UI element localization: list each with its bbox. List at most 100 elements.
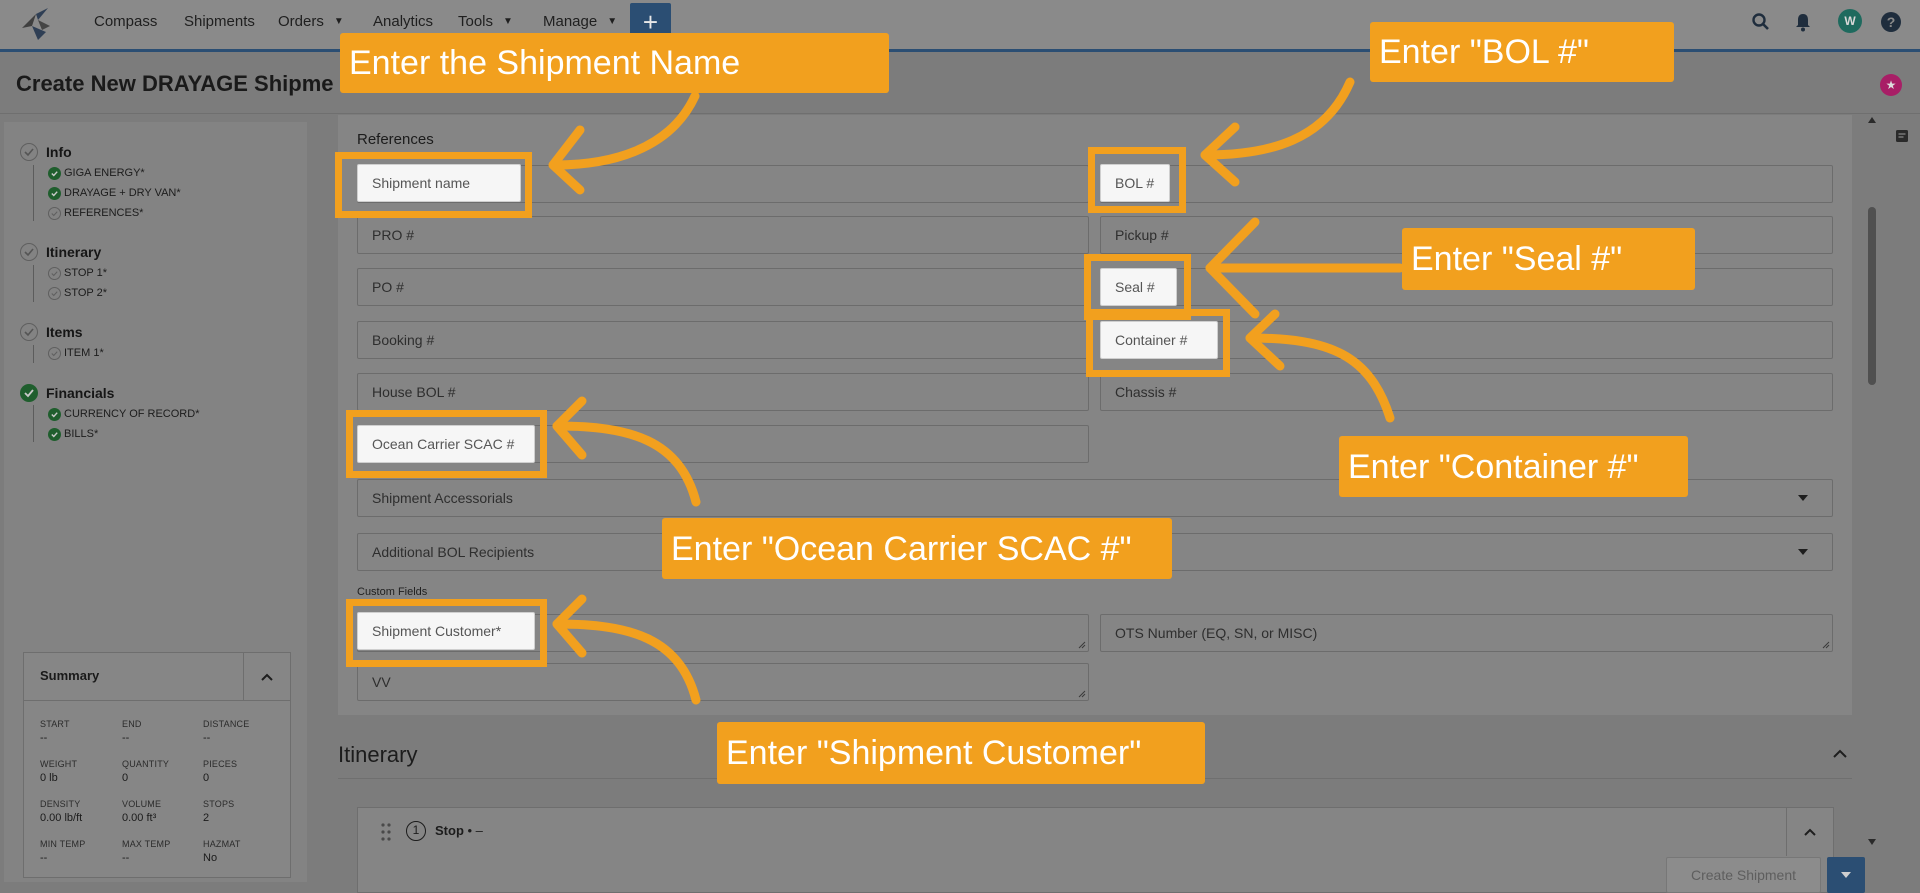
dropdown-arrow-icon: [1798, 549, 1808, 555]
nav-manage[interactable]: Manage▼: [543, 13, 617, 30]
sidebar-step-itinerary[interactable]: Itinerary STOP 1* STOP 2*: [20, 241, 107, 303]
header-divider: [0, 113, 1920, 114]
ocean-carrier-scac-input[interactable]: Ocean Carrier SCAC #: [357, 425, 535, 463]
bell-icon[interactable]: [1791, 10, 1815, 34]
booking-input[interactable]: Booking #: [357, 321, 1089, 359]
step-label: Info: [46, 144, 72, 160]
stop-collapse-button[interactable]: [1786, 808, 1833, 856]
summary-max-temp: MAX TEMP--: [122, 839, 171, 864]
chevron-down-icon: ▼: [607, 16, 618, 27]
sidebar-item-stop-2[interactable]: STOP 2*: [20, 283, 107, 303]
user-avatar[interactable]: W: [1838, 9, 1862, 33]
po-input[interactable]: PO #: [357, 268, 1089, 306]
callout-shipment-customer: Enter "Shipment Customer": [717, 722, 1205, 784]
page-title: Create New DRAYAGE Shipme: [16, 71, 334, 96]
notes-icon[interactable]: [1895, 129, 1909, 143]
callout-shipment-name: Enter the Shipment Name: [340, 33, 889, 93]
chassis-input[interactable]: Chassis #: [1100, 373, 1833, 411]
step-label: Financials: [46, 385, 115, 401]
nav-shipments[interactable]: Shipments: [184, 13, 255, 30]
select-label: Shipment Accessorials: [372, 490, 513, 506]
favorite-star-icon[interactable]: ★: [1880, 74, 1902, 96]
scroll-up-arrow-icon[interactable]: [1868, 117, 1876, 123]
sidebar-item-giga-energy[interactable]: GIGA ENERGY*: [20, 163, 181, 183]
shipment-customer-input[interactable]: Shipment Customer*: [357, 612, 535, 650]
vv-input[interactable]: VV: [357, 663, 1089, 701]
sidebar-item-label: REFERENCES*: [64, 207, 144, 219]
highlight-container: [1086, 309, 1230, 377]
nav-orders[interactable]: Orders ▼: [278, 13, 344, 30]
summary-start: START--: [40, 719, 70, 744]
check-done-icon: [48, 167, 61, 180]
references-heading: References: [357, 131, 434, 148]
check-pending-icon: [48, 287, 61, 300]
stop-number-badge: 1: [406, 821, 426, 841]
summary-header: Summary: [24, 653, 290, 701]
stop-label-text: Stop: [435, 823, 464, 838]
nav-compass[interactable]: Compass: [94, 13, 158, 30]
highlight-ocean-scac: [346, 410, 547, 478]
check-pending-icon: [48, 347, 61, 360]
sidebar-item-label: STOP 2*: [64, 287, 108, 299]
check-done-icon: [48, 408, 61, 421]
sidebar-item-bills[interactable]: BILLS*: [20, 424, 199, 444]
step-connector: [33, 405, 34, 442]
check-circle-icon: [20, 243, 38, 261]
bol-input[interactable]: BOL #: [1100, 164, 1170, 202]
bol-row-field: [1100, 165, 1833, 203]
nav-analytics[interactable]: Analytics: [373, 13, 434, 30]
ots-number-input[interactable]: OTS Number (EQ, SN, or MISC): [1100, 614, 1833, 652]
house-bol-input[interactable]: House BOL #: [357, 373, 1089, 411]
nav-tools[interactable]: Tools▼: [458, 13, 513, 30]
sidebar-item-references[interactable]: REFERENCES*: [20, 203, 181, 223]
chevron-up-icon: [1804, 828, 1816, 836]
seal-input[interactable]: Seal #: [1100, 268, 1177, 306]
sidebar-item-drayage-dry-van[interactable]: DRAYAGE + DRY VAN*: [20, 183, 181, 203]
callout-ocean-scac: Enter "Ocean Carrier SCAC #": [662, 518, 1172, 579]
sidebar-item-stop-1[interactable]: STOP 1*: [20, 263, 107, 283]
pro-input[interactable]: PRO #: [357, 216, 1089, 254]
create-shipment-button[interactable]: Create Shipment: [1666, 857, 1821, 893]
summary-title: Summary: [40, 668, 100, 683]
resize-grip-icon[interactable]: [1078, 690, 1086, 698]
summary-collapse-button[interactable]: [243, 653, 290, 701]
nav-tools-label: Tools: [458, 13, 494, 30]
sidebar-step-financials[interactable]: Financials CURRENCY OF RECORD* BILLS*: [20, 382, 199, 444]
resize-grip-icon[interactable]: [1822, 641, 1830, 649]
check-circle-icon: [20, 143, 38, 161]
create-options-button[interactable]: [1827, 857, 1865, 893]
help-icon[interactable]: ?: [1879, 10, 1903, 34]
sidebar-step-info[interactable]: Info GIGA ENERGY* DRAYAGE + DRY VAN* REF…: [20, 141, 181, 223]
resize-grip-icon[interactable]: [1078, 641, 1086, 649]
check-done-icon: [48, 428, 61, 441]
highlight-bol: [1088, 147, 1186, 213]
app-logo-icon[interactable]: [16, 4, 58, 44]
sidebar-step-items[interactable]: Items ITEM 1*: [20, 321, 104, 363]
chevron-down-icon: ▼: [333, 16, 344, 27]
vv-placeholder: VV: [372, 674, 391, 690]
nav-orders-label: Orders: [278, 13, 324, 30]
scroll-thumb[interactable]: [1868, 207, 1876, 385]
drag-handle-icon[interactable]: [380, 822, 392, 842]
chevron-up-icon[interactable]: [1832, 748, 1848, 760]
shipment-name-input[interactable]: Shipment name: [357, 164, 521, 202]
stop-meta: • –: [467, 823, 483, 838]
container-input[interactable]: Container #: [1100, 321, 1218, 359]
step-label: Itinerary: [46, 244, 102, 260]
step-label: Items: [46, 324, 83, 340]
sidebar-item-label: GIGA ENERGY*: [64, 167, 145, 179]
summary-distance: DISTANCE--: [203, 719, 250, 744]
search-icon[interactable]: [1749, 10, 1773, 34]
callout-seal: Enter "Seal #": [1402, 228, 1695, 290]
sidebar-item-item-1[interactable]: ITEM 1*: [20, 343, 104, 363]
sidebar-item-currency-of-record[interactable]: CURRENCY OF RECORD*: [20, 404, 199, 424]
scroll-down-arrow-icon[interactable]: [1868, 839, 1876, 845]
scrollbar[interactable]: [1866, 115, 1878, 850]
